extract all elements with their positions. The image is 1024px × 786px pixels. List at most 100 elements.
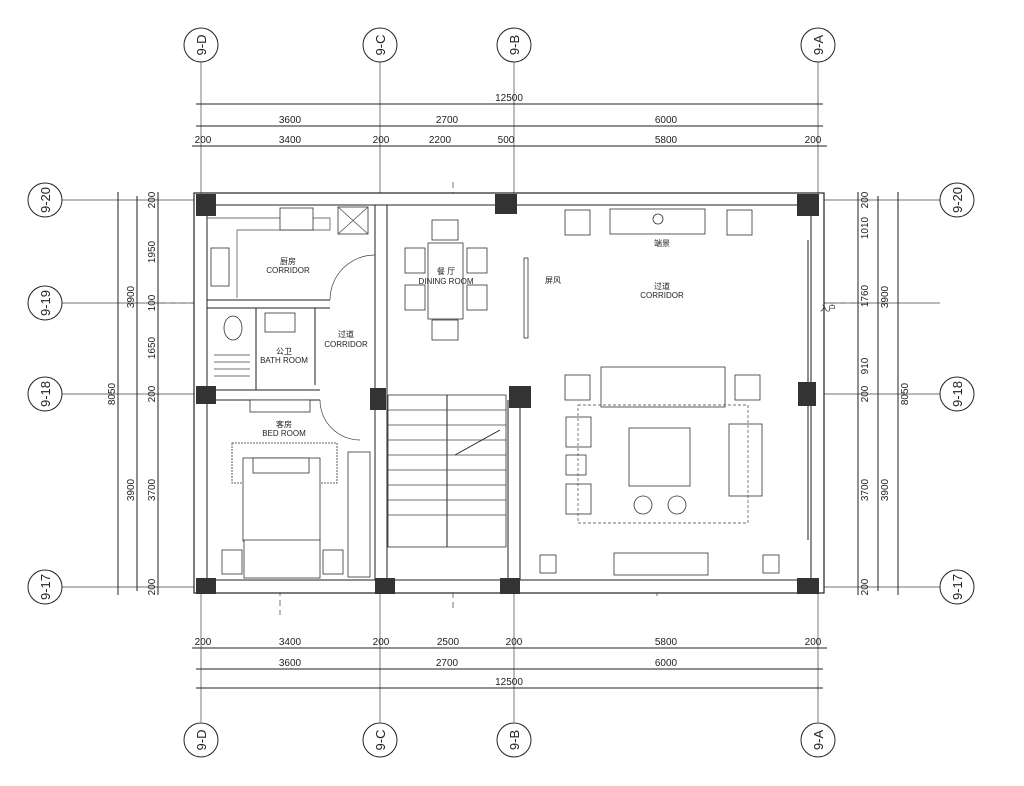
plan-rect: [797, 578, 819, 594]
axes-horizontal-2: 9-18: [38, 381, 53, 407]
axes-vertical-0: 9-D: [194, 35, 209, 56]
dimensions-bottom: 200 3400 200 2500 200 5800 200 3600 2700…: [192, 637, 827, 689]
dims_left-row3-0: 200: [147, 191, 158, 208]
axis-bubble-9-18-right: 9-18: [939, 376, 975, 412]
axis-bubble-9-B: 9-B: [496, 27, 532, 63]
axis-bubble-9-D-bottom: 9-D: [183, 722, 219, 758]
dimensions-left: 8050 3900 3900 200 1950 100 1650 200 370…: [107, 191, 159, 595]
axis-bubbles: 9-D 9-C 9-B 9-A 9-D 9-C 9-B 9-A 9-20 9-1…: [27, 27, 975, 758]
dims_left-row3-5: 3700: [147, 478, 158, 501]
dims_top-total: 12500: [495, 93, 523, 104]
dims_bottom-row1-0: 200: [195, 637, 212, 648]
dims_left-row3-6: 200: [147, 578, 158, 595]
plan-rect: [466, 247, 488, 274]
plan-circle: [362, 722, 398, 758]
dims_bottom-total: 12500: [495, 677, 523, 688]
dims_right-row3-2: 1760: [860, 284, 871, 307]
axes-horizontal-3: 9-17: [950, 574, 965, 600]
tv-cabinet: [613, 552, 709, 576]
axis-bubble-9-D: 9-D: [183, 27, 219, 63]
axes-vertical-0: 9-D: [194, 730, 209, 751]
plan-circle: [496, 27, 532, 63]
plan-circle: [27, 376, 63, 412]
dims_right-row3-6: 200: [860, 578, 871, 595]
plan-circle: [652, 213, 664, 225]
axis-bubble-9-A: 9-A: [800, 27, 836, 63]
dims_right-row3-0: 200: [860, 191, 871, 208]
plan-rect: [466, 284, 488, 311]
columns: [196, 194, 819, 594]
plan-circle: [362, 27, 398, 63]
axes-horizontal-0: 9-20: [950, 187, 965, 213]
dims_right-row3-4: 200: [860, 385, 871, 402]
plan-rect: [370, 388, 386, 410]
rooms-kitchen-en: CORRIDOR: [266, 266, 310, 275]
rooms-screen: 屏风: [545, 276, 561, 285]
plan-rect: [539, 554, 557, 574]
plan-rect: [404, 247, 426, 274]
dims_top-row3-2: 200: [373, 135, 390, 146]
dims_top-row2-1: 2700: [436, 115, 459, 126]
plan-rect: [762, 554, 780, 574]
sofa-icon: [600, 366, 726, 408]
plan-line: [337, 206, 369, 235]
dims_bottom-row2-1: 2700: [436, 658, 459, 669]
plan-circle: [800, 722, 836, 758]
axes-vertical-1: 9-C: [373, 730, 388, 751]
dims_left-row3-4: 200: [147, 385, 158, 402]
rooms-corridor_small-en: CORRIDOR: [324, 340, 368, 349]
plan-rect: [565, 454, 587, 476]
rooms-feature_wall: 端景: [654, 238, 670, 248]
dims_top-row3-6: 200: [805, 135, 822, 146]
kitchen: 厨房 CORRIDOR: [207, 206, 376, 301]
plan-rect: [322, 549, 344, 575]
plan-path: [388, 409, 506, 516]
axes-horizontal-2: 9-18: [950, 381, 965, 407]
dims_right-row3-3: 910: [860, 357, 871, 374]
dims_bottom-row1-4: 200: [506, 637, 523, 648]
stove-icon: [279, 207, 314, 231]
plan-rect: [495, 194, 517, 214]
dims_right-row2-0: 3900: [880, 285, 891, 308]
axis-bubble-9-17-right: 9-17: [939, 569, 975, 605]
axes-horizontal-1: 9-19: [38, 290, 53, 316]
axes-vertical-3: 9-A: [811, 730, 826, 751]
rooms-dining-cn: 餐 厅: [437, 267, 455, 276]
rooms-corridor_main-cn: 过道: [654, 281, 670, 291]
plan-circle: [496, 722, 532, 758]
dims_left-total: 8050: [107, 382, 118, 405]
dims_left-row3-2: 100: [147, 294, 158, 311]
plan-rect: [431, 219, 459, 241]
dims_right-total: 8050: [900, 382, 911, 405]
plan-rect: [564, 374, 591, 401]
plan-rect: [564, 209, 591, 236]
axes-vertical-3: 9-A: [811, 35, 826, 56]
screen-partition: [523, 257, 529, 339]
rooms-bath-cn: 公卫: [276, 347, 292, 356]
plan-rect: [375, 578, 395, 594]
plan-rect: [798, 382, 816, 406]
plan-circle: [939, 569, 975, 605]
axes-horizontal-3: 9-17: [38, 574, 53, 600]
axes-vertical-2: 9-B: [507, 730, 522, 750]
plan-rect: [196, 578, 216, 594]
coffee-table-icon: [628, 427, 691, 487]
plan-rect: [509, 386, 531, 408]
kitchen-door-icon: [329, 254, 376, 301]
dims_top-row3-0: 200: [195, 135, 212, 146]
dims_left-row2-0: 3900: [126, 285, 137, 308]
staircase: [387, 394, 507, 548]
plan-rect: [431, 319, 459, 341]
basin-icon: [264, 312, 296, 333]
dimensions-right: 200 1010 1760 910 200 3700 200 3900 3900…: [857, 191, 911, 595]
plan-circle: [939, 376, 975, 412]
dims_top-row3-4: 500: [498, 135, 515, 146]
dims_bottom-row1-2: 200: [373, 637, 390, 648]
axis-bubble-9-20: 9-20: [27, 182, 63, 218]
plan-circle: [27, 285, 63, 321]
dims_bottom-row1-3: 2500: [437, 637, 460, 648]
rooms-entry: 入户: [820, 303, 836, 313]
rooms-bedroom-cn: 客房: [276, 419, 292, 429]
bedroom-door-icon: [319, 399, 361, 441]
rooms-bedroom-en: BED ROOM: [262, 429, 306, 438]
